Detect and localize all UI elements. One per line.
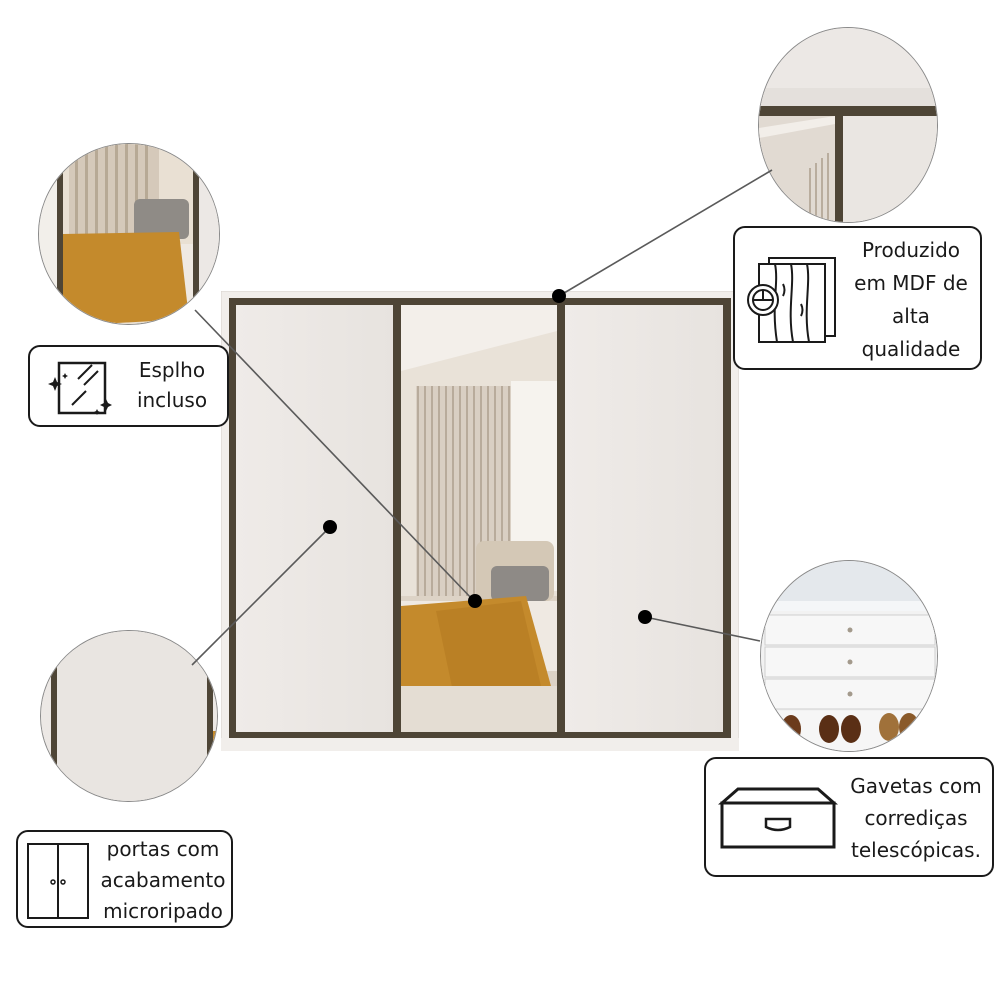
leader-line-mirror xyxy=(194,309,475,602)
mdf-closeup-image xyxy=(758,27,938,223)
callout-doors-text: portas com acabamento microripado xyxy=(100,837,226,923)
callout-drawers: Gavetas com corrediças telescópicas. xyxy=(704,757,994,877)
leader-line-mdf xyxy=(558,169,773,297)
left-door-panel xyxy=(236,305,393,732)
right-door-panel xyxy=(565,305,723,732)
marker-dot-doors xyxy=(323,520,337,534)
callout-drawers-text: Gavetas com corrediças telescópicas. xyxy=(850,774,982,862)
door-finish-closeup-image xyxy=(40,630,218,802)
leader-line-doors xyxy=(191,526,331,666)
mirror-closeup-image xyxy=(38,143,220,325)
marker-dot-mdf xyxy=(552,289,566,303)
wardrobe xyxy=(221,291,739,751)
callout-mdf: Produzido em MDF de alta qualidade xyxy=(733,226,982,370)
callout-mdf-text: Produzido em MDF de alta qualidade xyxy=(854,238,968,361)
callout-doors: portas com acabamento microripado xyxy=(16,830,233,928)
mirror-door xyxy=(401,305,557,732)
callout-mirror: Esplho incluso xyxy=(28,345,229,427)
marker-dot-drawers xyxy=(638,610,652,624)
double-door-icon xyxy=(26,842,90,920)
leader-line-drawers xyxy=(644,616,761,642)
wood-planks-icon xyxy=(745,254,841,344)
callout-mirror-text: Esplho incluso xyxy=(136,358,208,412)
drawer-icon xyxy=(718,785,838,851)
mirror-sparkle-icon xyxy=(48,359,112,417)
marker-dot-mirror xyxy=(468,594,482,608)
